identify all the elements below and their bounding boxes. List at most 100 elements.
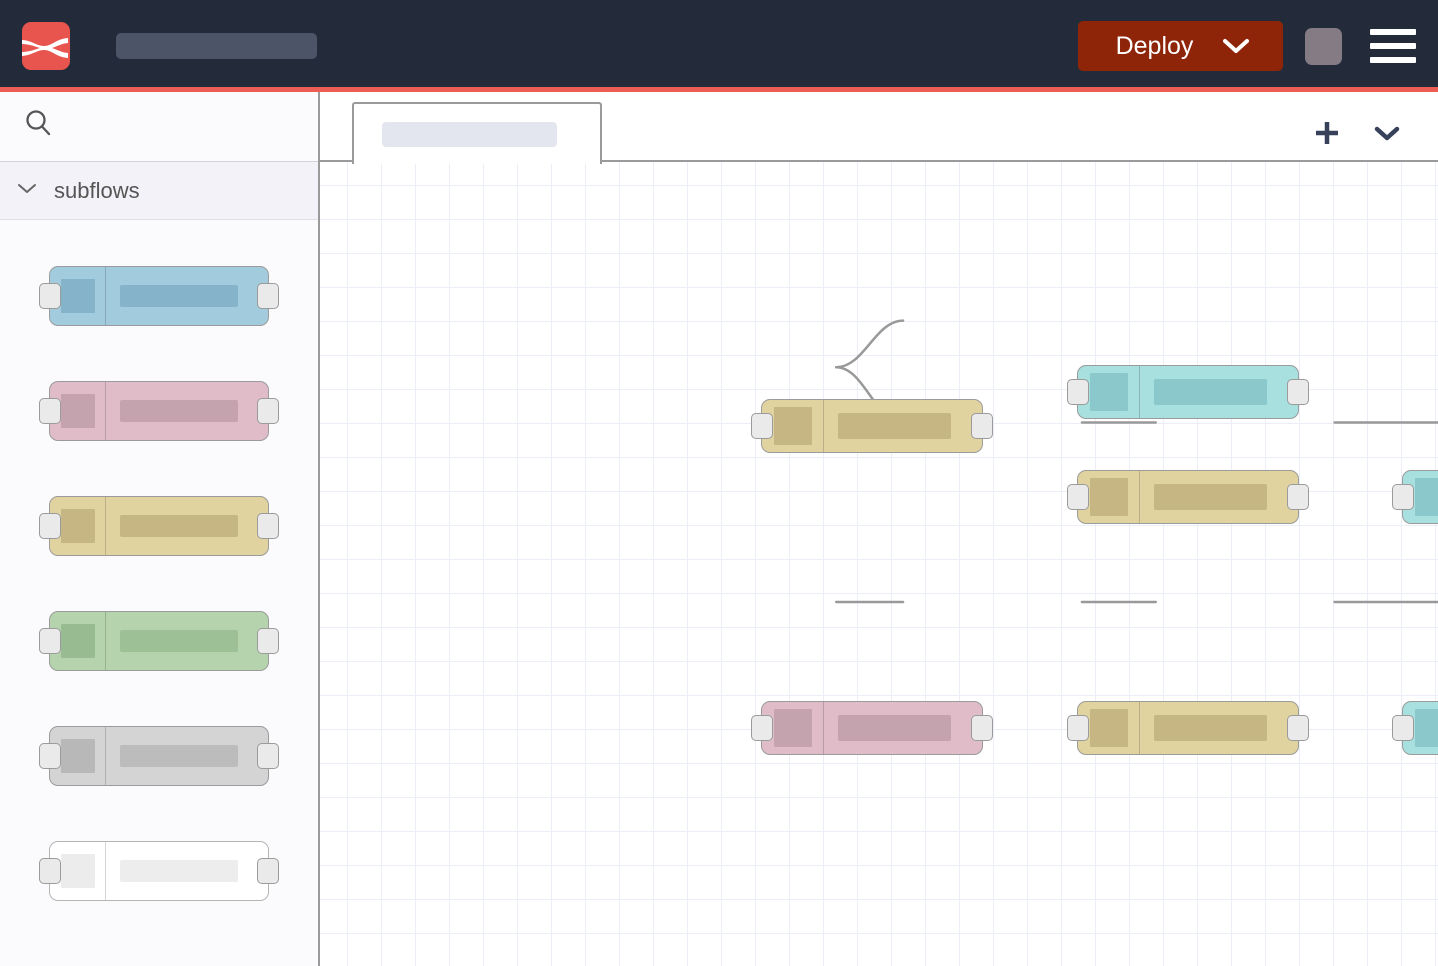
- node-icon-cell: [1403, 471, 1438, 523]
- plus-icon[interactable]: [1312, 118, 1342, 148]
- canvas-node-cyan-3-wrapper[interactable]: [1392, 701, 1438, 755]
- search-icon[interactable]: [22, 107, 56, 146]
- node-type-icon: [60, 738, 95, 773]
- canvas-node-yellow-3[interactable]: [1067, 701, 1309, 755]
- node-input-port[interactable]: [1067, 379, 1089, 405]
- node-label-placeholder: [1154, 379, 1267, 405]
- node-input-port[interactable]: [39, 742, 61, 769]
- node-label-cell: [106, 727, 268, 785]
- node-input-port[interactable]: [1392, 715, 1414, 741]
- deploy-button[interactable]: Deploy: [1078, 21, 1283, 71]
- header-actions: Deploy: [1078, 21, 1416, 71]
- node-output-port[interactable]: [257, 742, 279, 769]
- node-label-cell: [824, 702, 982, 754]
- node-input-port[interactable]: [39, 857, 61, 884]
- node-output-port[interactable]: [257, 282, 279, 309]
- node-type-icon: [1089, 373, 1128, 411]
- node-output-port[interactable]: [1287, 379, 1309, 405]
- canvas-node-yellow-3-wrapper[interactable]: [1067, 701, 1309, 755]
- canvas-node-yellow-1[interactable]: [751, 399, 993, 453]
- flow-canvas[interactable]: [320, 162, 1438, 966]
- node-output-port[interactable]: [1287, 715, 1309, 741]
- node-input-port[interactable]: [39, 512, 61, 539]
- node-output-port[interactable]: [971, 715, 993, 741]
- canvas-node-cyan-2-wrapper[interactable]: [1392, 470, 1438, 524]
- node-label-cell: [1140, 366, 1298, 418]
- node-output-port[interactable]: [257, 512, 279, 539]
- node-output-port[interactable]: [1287, 484, 1309, 510]
- hamburger-menu-icon[interactable]: [1370, 29, 1416, 63]
- node-type-icon: [60, 623, 95, 658]
- app-header: Deploy: [0, 0, 1438, 92]
- canvas-node-yellow-2[interactable]: [1067, 470, 1309, 524]
- node-label-placeholder: [838, 715, 951, 741]
- canvas-node-cyan-2[interactable]: [1392, 470, 1438, 524]
- canvas-node-cyan-3[interactable]: [1392, 701, 1438, 755]
- palette-node-grey[interactable]: [39, 725, 279, 786]
- node-label-cell: [1140, 471, 1298, 523]
- editor-body: subflows: [0, 92, 1438, 966]
- canvas-node-yellow-1-wrapper[interactable]: [751, 399, 993, 453]
- node-icon-cell: [762, 702, 824, 754]
- node-label-placeholder: [1154, 484, 1267, 510]
- node-output-port[interactable]: [257, 627, 279, 654]
- tab-menu-chevron-down-icon[interactable]: [1372, 123, 1402, 143]
- palette-list-item[interactable]: [0, 583, 318, 698]
- app-title-placeholder: [116, 33, 317, 59]
- node-output-port[interactable]: [257, 857, 279, 884]
- node-icon-cell: [50, 726, 106, 785]
- node-label-placeholder: [120, 284, 238, 307]
- palette-list-item[interactable]: [0, 468, 318, 583]
- wire-yellow1-to-cyan1[interactable]: [834, 319, 905, 369]
- node-input-port[interactable]: [751, 715, 773, 741]
- palette-list-item[interactable]: [0, 353, 318, 468]
- tabbar-actions: [1312, 118, 1438, 162]
- node-icon-cell: [1078, 702, 1140, 754]
- palette-list-item[interactable]: [0, 698, 318, 813]
- node-type-icon: [60, 508, 95, 543]
- palette-node-blue[interactable]: [39, 265, 279, 326]
- canvas-node-cyan-1-wrapper[interactable]: [1067, 365, 1309, 419]
- palette-category-label: subflows: [54, 177, 140, 203]
- wire-layer: [834, 319, 1438, 604]
- node-type-icon: [1089, 709, 1128, 747]
- palette-list-item[interactable]: [0, 813, 318, 928]
- node-type-icon: [1089, 478, 1128, 516]
- palette-node-pink[interactable]: [39, 380, 279, 441]
- node-input-port[interactable]: [1392, 484, 1414, 510]
- node-input-port[interactable]: [751, 413, 773, 439]
- deploy-button-label: Deploy: [1115, 31, 1194, 60]
- node-input-port[interactable]: [39, 627, 61, 654]
- palette-node-yellow[interactable]: [39, 495, 279, 556]
- canvas-node-pink-1-wrapper[interactable]: [751, 701, 993, 755]
- flow-tabbar: [320, 92, 1438, 164]
- node-label-placeholder: [838, 413, 951, 439]
- palette-search-row[interactable]: [0, 92, 318, 162]
- flow-tab-1[interactable]: [352, 102, 602, 164]
- chevron-down-icon: [1223, 32, 1250, 61]
- node-label-placeholder: [120, 859, 238, 882]
- node-label-cell: [106, 497, 268, 555]
- node-icon-cell: [762, 400, 824, 452]
- palette-sidebar: subflows: [0, 92, 320, 966]
- canvas-node-pink-1[interactable]: [751, 701, 993, 755]
- node-input-port[interactable]: [1067, 484, 1089, 510]
- node-label-cell: [106, 612, 268, 670]
- node-icon-cell: [1403, 702, 1438, 754]
- node-output-port[interactable]: [971, 413, 993, 439]
- palette-node-green[interactable]: [39, 610, 279, 671]
- palette-list-item[interactable]: [0, 238, 318, 353]
- node-input-port[interactable]: [39, 397, 61, 424]
- node-icon-cell: [1078, 366, 1140, 418]
- canvas-node-cyan-1[interactable]: [1067, 365, 1309, 419]
- palette-category-subflows[interactable]: subflows: [0, 162, 318, 220]
- node-input-port[interactable]: [39, 282, 61, 309]
- palette-node-white[interactable]: [39, 840, 279, 901]
- node-output-port[interactable]: [257, 397, 279, 424]
- node-input-port[interactable]: [1067, 715, 1089, 741]
- node-type-icon: [773, 407, 812, 445]
- canvas-node-yellow-2-wrapper[interactable]: [1067, 470, 1309, 524]
- node-type-icon: [773, 709, 812, 747]
- user-avatar[interactable]: [1305, 27, 1342, 65]
- flow-tab-label-placeholder: [382, 121, 557, 147]
